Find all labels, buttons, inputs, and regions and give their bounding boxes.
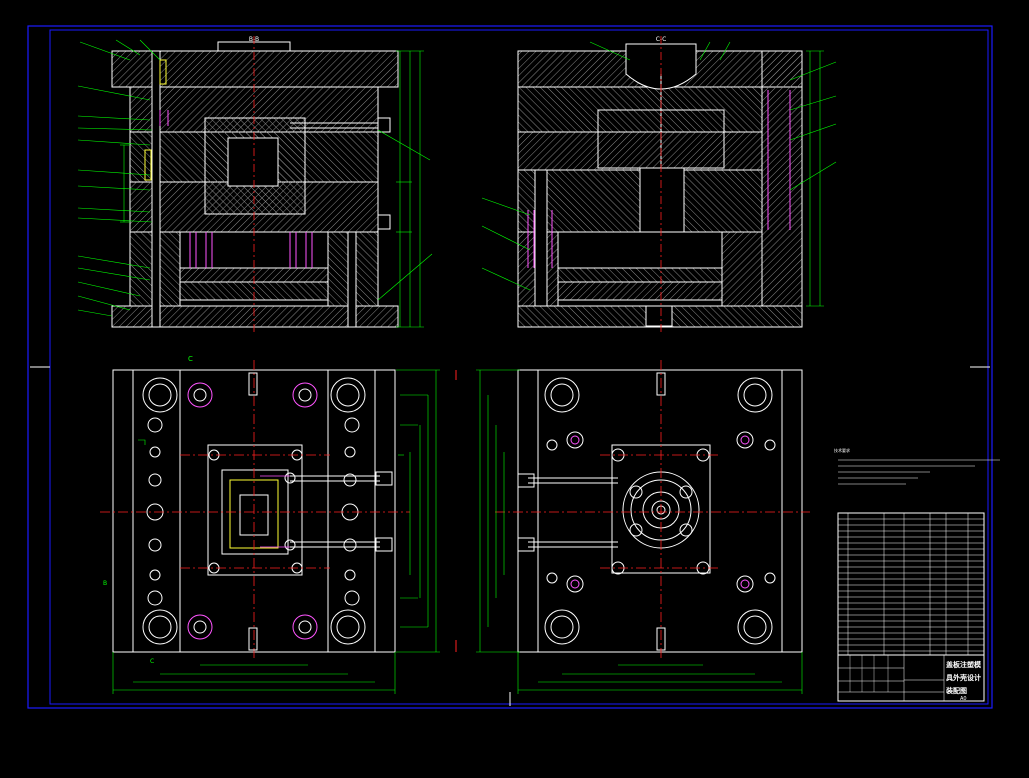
section-view-bb: B-B <box>77 36 433 332</box>
title-footer: A0 <box>960 696 967 702</box>
title-block: 盖板注塑模 具外壳设计 装配图 A0 <box>837 654 985 702</box>
plan-c-mark-top: C <box>188 355 193 363</box>
title-line-2: 具外壳设计 <box>945 673 981 682</box>
plan-view-right <box>248 360 810 694</box>
notes-title: 技术要求 <box>834 447 850 453</box>
technical-notes: 技术要求 <box>834 447 1000 485</box>
plan-view-left: C C B <box>100 355 440 694</box>
title-line-1: 盖板注塑模 <box>946 660 982 669</box>
plan-c-mark-bottom: C <box>150 658 154 665</box>
parts-list-table <box>837 512 985 656</box>
plan-b-mark: B <box>103 580 107 587</box>
title-line-3: 装配图 <box>945 686 967 695</box>
section-view-cc: C-C <box>481 36 837 332</box>
drawing-frame <box>27 25 993 709</box>
